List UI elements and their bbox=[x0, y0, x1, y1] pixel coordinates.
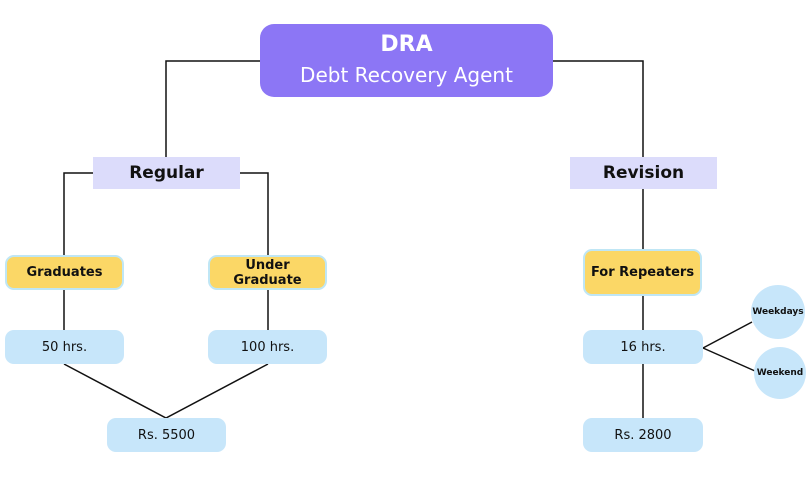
category-graduates: Graduates bbox=[5, 255, 124, 290]
connector-hours-weekdays bbox=[702, 321, 753, 349]
connector-regular-graduates bbox=[63, 172, 93, 255]
connector-hours-weekend bbox=[702, 347, 756, 372]
schedule-weekend: Weekend bbox=[754, 347, 806, 399]
fee-revision: Rs. 2800 bbox=[583, 418, 703, 452]
root-title: DRA bbox=[380, 32, 433, 57]
category-under-graduate: Under Graduate bbox=[208, 255, 327, 290]
connector-root-regular bbox=[165, 60, 260, 157]
hours-graduates: 50 hrs. bbox=[5, 330, 124, 364]
schedule-weekdays: Weekdays bbox=[751, 285, 805, 339]
hours-for-repeaters: 16 hrs. bbox=[583, 330, 703, 364]
connector-regular-undergraduate bbox=[240, 172, 269, 255]
fee-regular: Rs. 5500 bbox=[107, 418, 226, 452]
branch-revision: Revision bbox=[570, 157, 717, 189]
hours-under-graduate: 100 hrs. bbox=[208, 330, 327, 364]
branch-regular: Regular bbox=[93, 157, 240, 189]
root-node: DRA Debt Recovery Agent bbox=[260, 24, 553, 97]
category-for-repeaters: For Repeaters bbox=[583, 249, 702, 296]
connector-hours-fee-regular bbox=[63, 363, 269, 419]
connector-root-revision bbox=[553, 60, 644, 157]
root-subtitle: Debt Recovery Agent bbox=[300, 63, 513, 87]
